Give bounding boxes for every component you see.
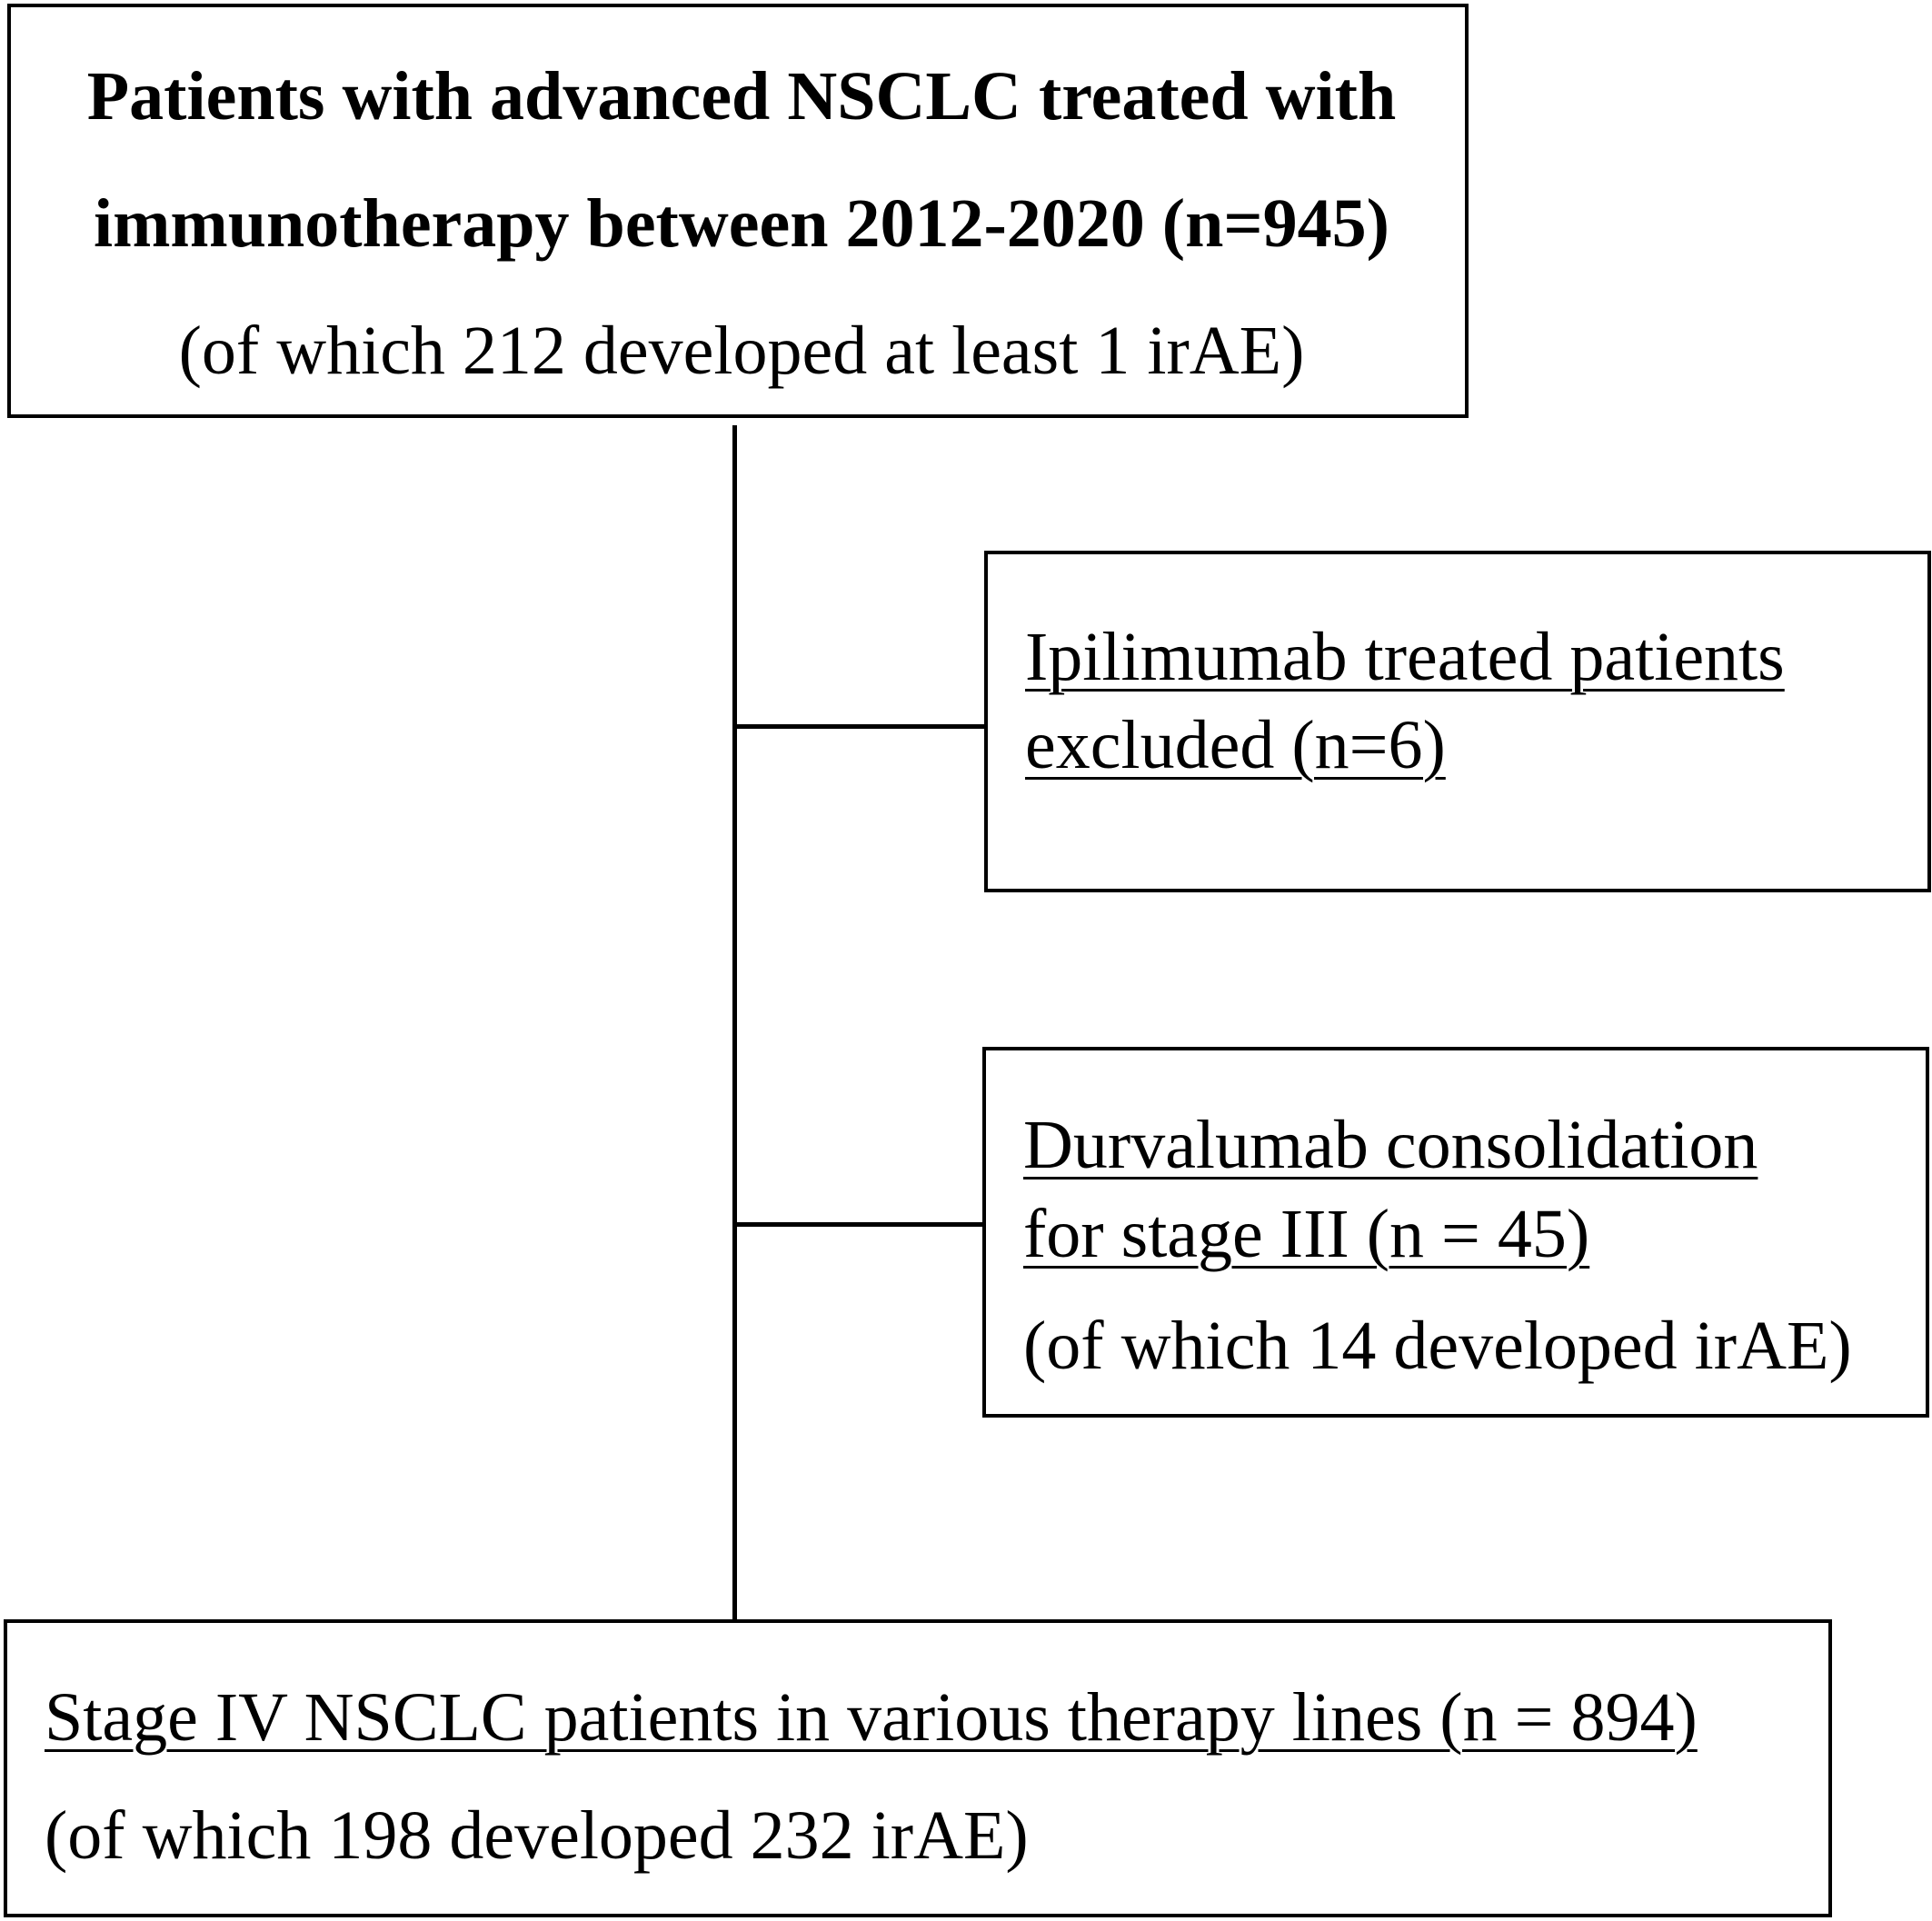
initial-cohort-title-line2: immunotherapy between 2012-2020 (n=945): [93, 185, 1389, 262]
final-cohort-irae-note: (of which 198 developed 232 irAE): [45, 1797, 1029, 1874]
exclusion-ipilimumab-line2: excluded (n=6): [1025, 707, 1446, 783]
box-exclusion-durvalumab: [982, 1047, 1929, 1418]
initial-cohort-irae-note: (of which 212 developed at least 1 irAE): [178, 313, 1305, 389]
box-exclusion-ipilimumab: [984, 551, 1931, 892]
final-cohort-title: Stage IV NSCLC patients in various thera…: [45, 1679, 1698, 1756]
exclusion-durvalumab-line2: for stage III (n = 45): [1023, 1196, 1590, 1272]
flow-connector-vertical: [732, 425, 737, 1619]
box-initial-cohort: Patients with advanced NSCLC treated wit…: [7, 4, 1469, 418]
box-final-cohort: [4, 1619, 1832, 1917]
exclusion-ipilimumab-line1: Ipilimumab treated patients: [1025, 619, 1785, 695]
exclusion-durvalumab-line1: Durvalumab consolidation: [1023, 1107, 1758, 1183]
flow-connector-branch-durvalumab: [732, 1222, 984, 1227]
exclusion-durvalumab-irae-note: (of which 14 developed irAE): [1023, 1308, 1852, 1384]
flow-connector-branch-ipilimumab: [734, 724, 986, 729]
initial-cohort-title-line1: Patients with advanced NSCLC treated wit…: [86, 58, 1397, 134]
